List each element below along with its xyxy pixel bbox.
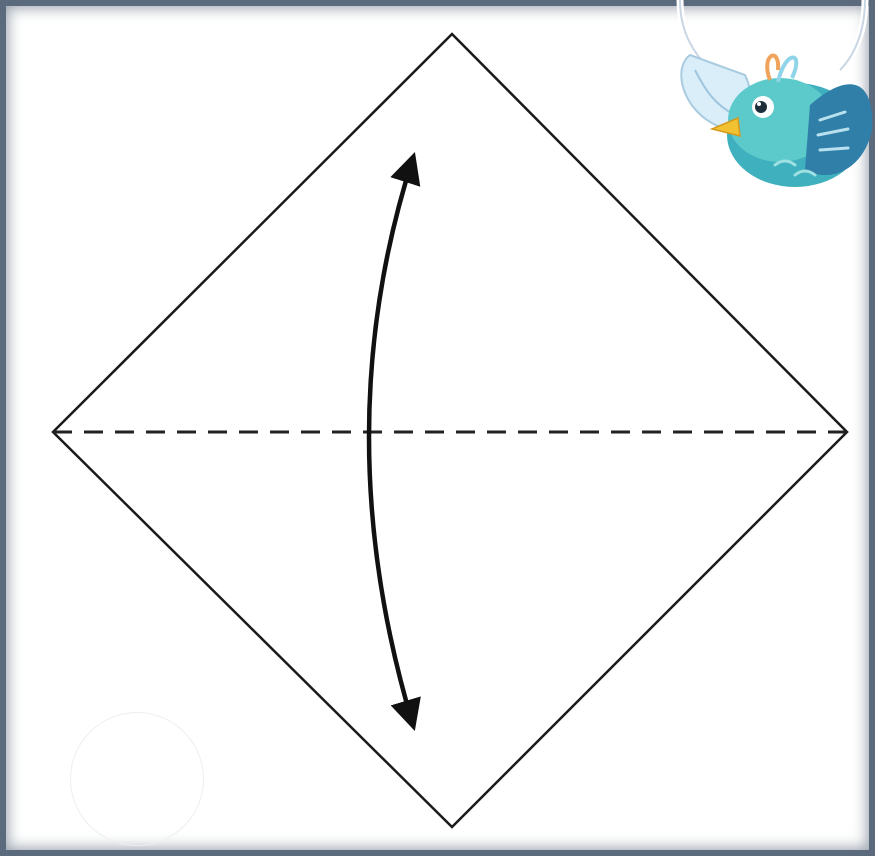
bird-icon [660,0,875,200]
faint-circle-watermark [70,712,204,846]
